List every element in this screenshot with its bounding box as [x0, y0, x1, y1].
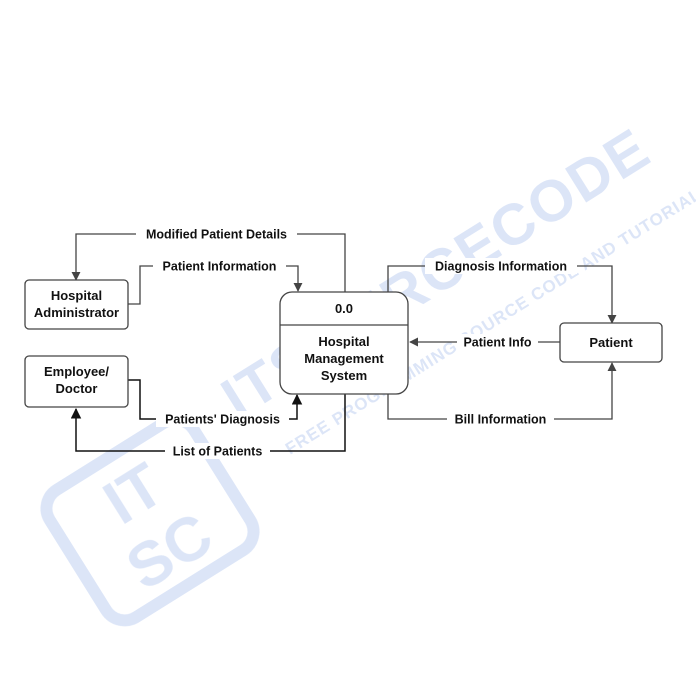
flow-line-patients-diagnosis — [128, 379, 303, 420]
process-hospital-management-system: 0.0 Hospital Management System — [279, 291, 409, 395]
employee-doctor-line1: Employee/ — [44, 364, 109, 379]
hospital-administrator-line2: Administrator — [34, 305, 119, 320]
entity-patient: Patient — [559, 322, 663, 363]
entity-hospital-administrator: Hospital Administrator — [24, 279, 129, 330]
patient-label: Patient — [589, 335, 633, 350]
label-diagnosis-information: Diagnosis Information — [435, 260, 567, 274]
label-patient-info: Patient Info — [463, 336, 531, 350]
label-patient-information: Patient Information — [163, 260, 277, 274]
employee-doctor-line2: Doctor — [56, 381, 98, 396]
flow-line-patient-information — [128, 265, 303, 305]
label-bill-information: Bill Information — [455, 413, 547, 427]
process-line2: Management — [304, 351, 384, 366]
hospital-administrator-line1: Hospital — [51, 288, 102, 303]
process-id: 0.0 — [335, 301, 353, 316]
process-line3: System — [321, 368, 367, 383]
label-patients-diagnosis: Patients' Diagnosis — [165, 413, 280, 427]
label-list-of-patients: List of Patients — [173, 445, 263, 459]
process-line1: Hospital — [318, 334, 369, 349]
label-modified-patient-details: Modified Patient Details — [146, 228, 287, 242]
flow-labels: Modified Patient Details Patient Informa… — [136, 226, 577, 459]
entity-employee-doctor: Employee/ Doctor — [24, 355, 129, 408]
